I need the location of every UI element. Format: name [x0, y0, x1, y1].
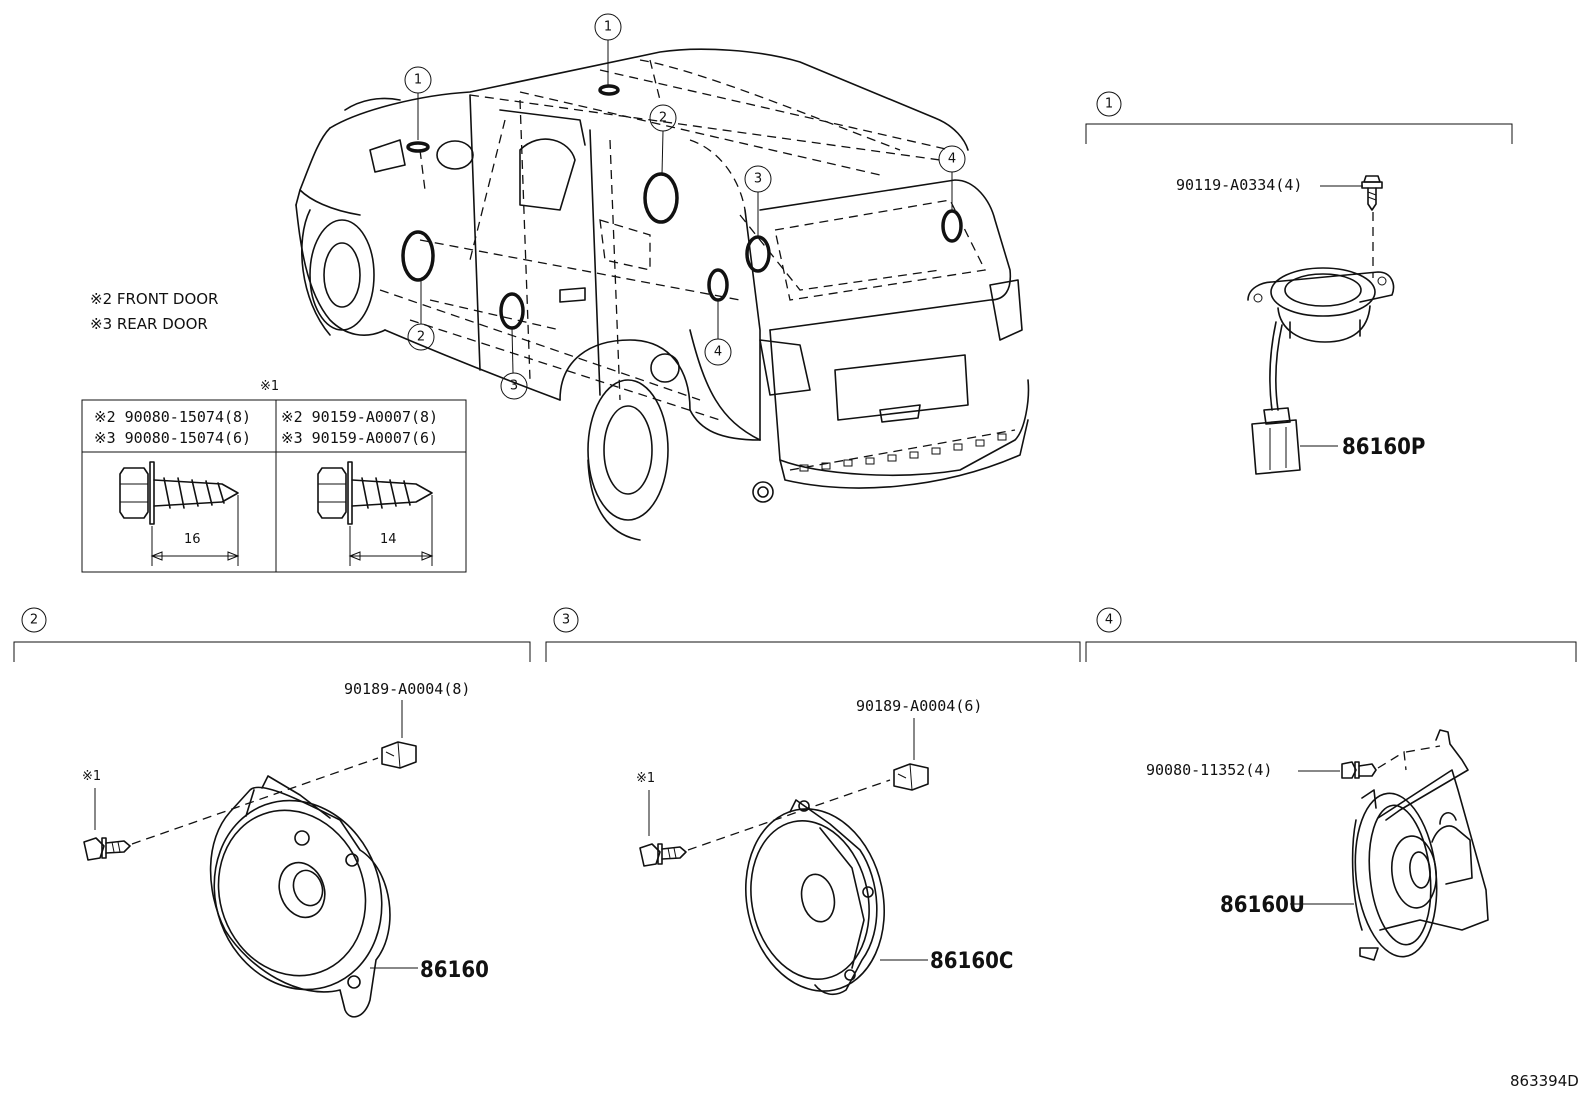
callout-label: 3 [510, 379, 518, 394]
screw-icon [83, 837, 131, 861]
section-2-speaker-label: 86160 [420, 958, 489, 983]
section-4: 4 90080-11352(4) 86160U [1085, 607, 1577, 961]
section-3: 3 90189-A0004(6) ※1 86160C [545, 607, 1081, 996]
callout-3-upper: 3 [744, 165, 772, 193]
screw-table: ※1 ※2 90080-15074(8) ※3 90080-15074(6) ※… [81, 379, 467, 573]
tweeter-speaker-icon [1247, 267, 1395, 475]
vehicle-callouts: 1 1 2 2 3 3 4 4 [404, 13, 966, 400]
callout-2-lower: 2 [407, 323, 435, 351]
section-3-nut-label: 90189-A0004(6) [856, 697, 982, 715]
callout-label: 2 [417, 330, 425, 345]
section-4-number: 4 [1105, 613, 1113, 628]
tapping-screw-14-icon: 14 [317, 461, 434, 566]
callout-label: 2 [659, 111, 667, 126]
section-4-screw-label: 90080-11352(4) [1146, 761, 1272, 779]
callout-4-lower: 4 [704, 338, 732, 366]
section-4-speaker-label: 86160U [1220, 893, 1305, 918]
callout-2-upper: 2 [649, 104, 677, 132]
callout-4-upper: 4 [938, 145, 966, 173]
callout-label: 1 [604, 20, 612, 35]
door-speaker-icon [744, 799, 886, 996]
callout-label: 4 [948, 152, 956, 167]
clip-nut-icon [381, 741, 417, 769]
section-1-number: 1 [1105, 97, 1113, 112]
screw-table-col2-row1: ※2 90159-A0007(8) [281, 408, 438, 426]
clip-nut-icon [893, 763, 929, 791]
callout-label: 4 [714, 345, 722, 360]
vehicle-illustration [295, 40, 1030, 541]
callout-label: 3 [754, 172, 762, 187]
callout-1-front-pillar: 1 [404, 66, 432, 94]
callout-1-center: 1 [594, 13, 622, 41]
section-2: 2 90189-A0004(8) ※1 [13, 607, 531, 1018]
screw-table-ref: ※1 [260, 379, 279, 394]
subwoofer-bracket-speaker-icon [1351, 729, 1489, 961]
screw-table-col2-row2: ※3 90159-A0007(6) [281, 429, 438, 447]
section-3-speaker-label: 86160C [930, 949, 1013, 974]
section-2-nut-label: 90189-A0004(8) [344, 680, 470, 698]
section-3-number: 3 [562, 613, 570, 628]
screw-icon [1361, 175, 1383, 211]
note-front-door: ※2 FRONT DOOR [90, 290, 218, 308]
section-1-screw-label: 90119-A0334(4) [1176, 176, 1302, 194]
door-speaker-icon [209, 775, 391, 1018]
section-1: 1 90119-A0334(4) 86160P [1085, 91, 1513, 475]
screw-2-length: 14 [380, 532, 397, 547]
diagram-id: 863394D [1510, 1072, 1579, 1090]
screw-table-col1-row1: ※2 90080-15074(8) [94, 408, 251, 426]
screw-table-col1-row2: ※3 90080-15074(6) [94, 429, 251, 447]
section-2-number: 2 [30, 613, 38, 628]
section-1-speaker-label: 86160P [1342, 435, 1425, 460]
screw-1-length: 16 [184, 532, 201, 547]
screw-icon [1341, 761, 1377, 779]
tapping-screw-16-icon: 16 [119, 461, 240, 566]
screw-icon [639, 843, 687, 867]
callout-label: 1 [414, 73, 422, 88]
note-rear-door: ※3 REAR DOOR [90, 315, 208, 333]
section-2-screw-ref: ※1 [82, 769, 101, 784]
callout-3-lower: 3 [500, 372, 528, 400]
section-3-screw-ref: ※1 [636, 771, 655, 786]
